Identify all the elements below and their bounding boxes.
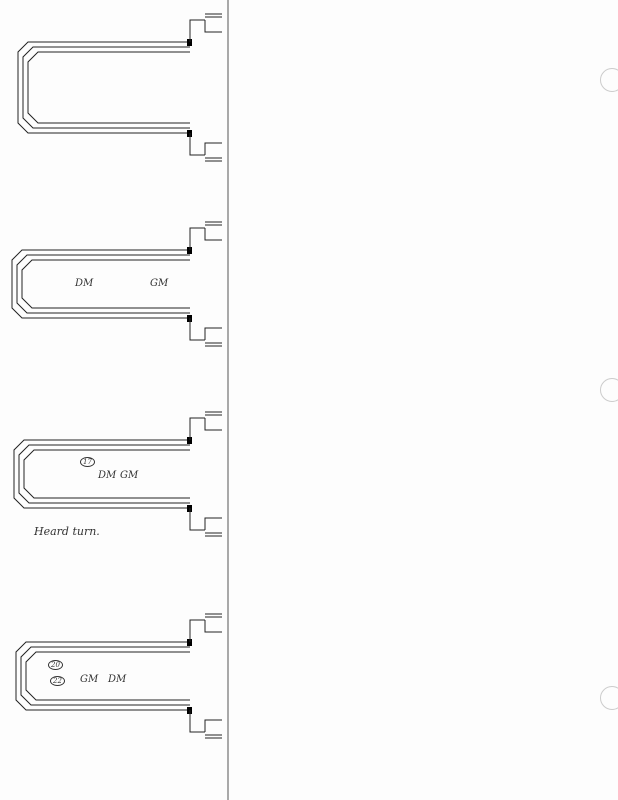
maze-wall (17, 41, 190, 134)
door-block (187, 437, 192, 444)
start-box (189, 710, 222, 739)
door-block (187, 639, 192, 646)
maze-wall (22, 46, 190, 129)
maze3-right-label: GM (120, 470, 139, 481)
binder-hole (600, 378, 618, 402)
maze3-note: Heard turn. (34, 525, 100, 538)
maze-wall (21, 259, 190, 309)
maze4-left-label: GM (80, 674, 99, 685)
maze-wall (23, 449, 190, 499)
start-box (189, 613, 222, 642)
door-block (187, 39, 192, 46)
start-box (189, 13, 222, 42)
maze3-left-label: DM (98, 470, 117, 481)
maze-wall (18, 444, 190, 504)
maze-wall (27, 51, 190, 124)
maze2-right-label: GM (150, 278, 169, 289)
maze3-trial-number: 17 (80, 457, 95, 467)
maze-wall (25, 651, 190, 701)
maze4-trial-top: 20 (48, 660, 63, 670)
start-box (189, 411, 222, 440)
maze-wall (15, 641, 190, 711)
u-maze-3 (13, 411, 222, 537)
maze2-left-label: DM (75, 278, 94, 289)
u-maze-2 (11, 221, 222, 347)
maze-wall (13, 439, 190, 509)
maze4-right-label: DM (108, 674, 127, 685)
start-box (189, 318, 222, 347)
maze-wall (11, 249, 190, 319)
maze-wall (20, 646, 190, 706)
u-maze-4 (15, 613, 222, 739)
maze4-trial-bottom: 22 (50, 676, 65, 686)
maze-wall (16, 254, 190, 314)
binder-hole (600, 68, 618, 92)
start-box (189, 508, 222, 537)
start-box (189, 221, 222, 250)
start-box (189, 133, 222, 162)
door-block (187, 247, 192, 254)
binder-hole (600, 686, 618, 710)
u-maze-1 (17, 13, 222, 162)
